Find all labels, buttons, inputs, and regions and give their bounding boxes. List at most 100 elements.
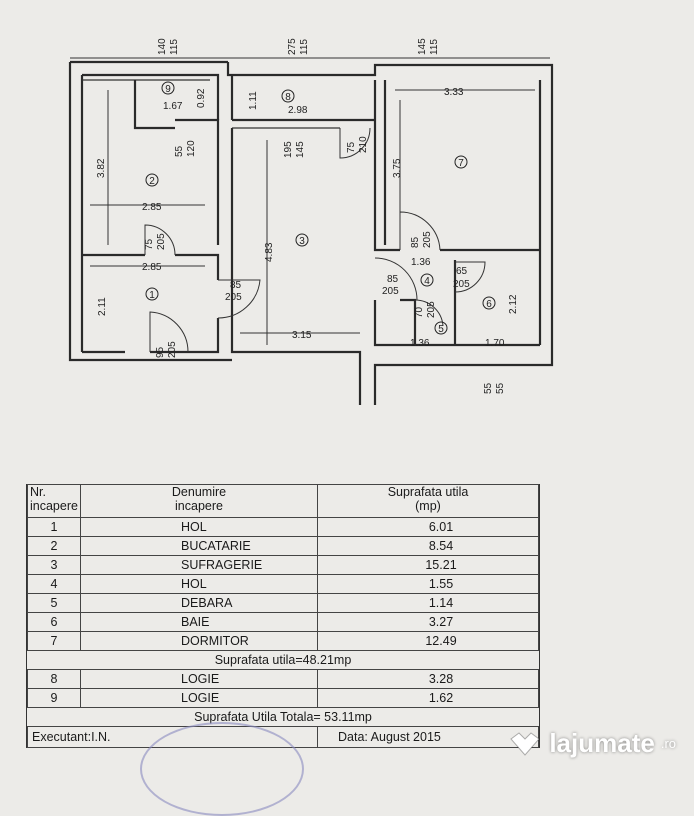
watermark-brand: lajumate xyxy=(549,728,655,758)
door-1-entry xyxy=(149,311,189,353)
room-9-number: 9 xyxy=(165,84,171,95)
dim-r7-h: 3.75 xyxy=(392,158,403,178)
dim-door-55: 55 xyxy=(174,145,185,157)
row-nr: 5 xyxy=(27,593,81,613)
row-area: 8.54 xyxy=(317,536,539,556)
header-area-line1: Suprafata utila xyxy=(387,485,469,499)
room-4-marker xyxy=(420,273,434,287)
row-nr: 7 xyxy=(27,631,81,651)
dim-door7-85: 85 xyxy=(410,236,421,248)
dim-door5-70: 70 xyxy=(414,306,425,318)
total-text: Suprafata Utila Totala= 53.11mp xyxy=(27,707,539,727)
row-area: 1.55 xyxy=(317,574,539,594)
dim-r5-w: 1.36 xyxy=(410,338,430,349)
header-area-line2: (mp) xyxy=(415,499,441,513)
row-area: 3.27 xyxy=(317,612,539,632)
row-name: SUFRAGERIE xyxy=(80,555,318,575)
row-area: 12.49 xyxy=(317,631,539,651)
table-row: 5 DEBARA 1.14 xyxy=(27,593,539,613)
row-area: 3.28 xyxy=(317,669,539,689)
area-table: Nr. incapere Denumire incapere Suprafata… xyxy=(27,484,539,748)
row-area: 1.62 xyxy=(317,688,539,708)
dim-door1-85: 85 xyxy=(230,280,242,291)
dim-door2-75: 75 xyxy=(144,238,155,250)
date-text: Data: August 2015 xyxy=(317,726,539,748)
dim-top-9b: 115 xyxy=(169,39,180,55)
room-7-number: 7 xyxy=(458,158,464,169)
row-name: DEBARA xyxy=(80,593,318,613)
table-row: 7 DORMITOR 12.49 xyxy=(27,631,539,651)
table-header-row: Nr. incapere Denumire incapere Suprafata… xyxy=(27,484,539,518)
row-area: 1.14 xyxy=(317,593,539,613)
watermark-suffix: .ro xyxy=(660,736,676,751)
dim-top-8a: 275 xyxy=(287,38,298,55)
table-row: 9 LOGIE 1.62 xyxy=(27,688,539,708)
room-7-marker xyxy=(454,155,468,169)
room-9-marker xyxy=(161,81,175,95)
table-row: 3 SUFRAGERIE 15.21 xyxy=(27,555,539,575)
dim-top-7a: 145 xyxy=(417,38,428,55)
header-area: Suprafata utila (mp) xyxy=(317,484,539,518)
room-6-marker xyxy=(482,296,496,310)
room-5-number: 5 xyxy=(438,324,444,335)
header-name-line2: incapere xyxy=(175,499,223,513)
row-name: HOL xyxy=(80,574,318,594)
room-5-marker xyxy=(434,321,448,335)
heart-logo-icon xyxy=(510,731,541,756)
dim-r6-h: 2.12 xyxy=(508,294,519,314)
header-nr-line2: incapere xyxy=(30,499,78,513)
outer-wall-right xyxy=(226,62,554,405)
row-name: LOGIE xyxy=(80,688,318,708)
wall-7-left xyxy=(373,80,400,252)
row-name: BUCATARIE xyxy=(80,536,318,556)
wall-room9 xyxy=(82,73,220,120)
dim-door1b-95: 95 xyxy=(155,346,166,358)
dim-r2-w: 2.85 xyxy=(142,202,162,213)
stamp-seal xyxy=(140,722,304,816)
row-nr: 4 xyxy=(27,574,81,594)
row-name: BAIE xyxy=(80,612,318,632)
subtotal-row: Suprafata utila=48.21mp xyxy=(27,650,539,670)
dim-door-120: 120 xyxy=(186,140,197,157)
dim-top-9a: 140 xyxy=(157,38,168,55)
header-name: Denumire incapere xyxy=(80,484,318,518)
door-8 xyxy=(339,127,371,159)
wall-1-2b xyxy=(175,253,220,280)
table-row: 2 BUCATARIE 8.54 xyxy=(27,536,539,556)
dim-door4-85: 85 xyxy=(387,274,399,285)
total-row: Suprafata Utila Totala= 53.11mp xyxy=(27,707,539,727)
dim-r2-h: 3.82 xyxy=(96,158,107,178)
dim-r3-h: 4.83 xyxy=(264,242,275,262)
row-nr: 1 xyxy=(27,517,81,537)
room-2-number: 2 xyxy=(149,176,155,187)
row-area: 15.21 xyxy=(317,555,539,575)
floor-plan: 9 8 2 3 7 1 4 5 6 140 115 275 115 145 11… xyxy=(68,38,554,405)
dim-door-210: 210 xyxy=(358,136,369,153)
dim-door5-205: 205 xyxy=(426,301,437,318)
dim-door-145: 145 xyxy=(295,141,306,158)
dim-r1-w: 2.85 xyxy=(142,262,162,273)
row-nr: 8 xyxy=(27,669,81,689)
table-row: 6 BAIE 3.27 xyxy=(27,612,539,632)
door-7 xyxy=(399,211,441,251)
door-2 xyxy=(144,224,176,256)
dim-door-195: 195 xyxy=(283,141,294,158)
header-nr: Nr. incapere xyxy=(27,484,81,518)
dim-bot-55b: 55 xyxy=(495,382,506,394)
dim-r8-h: 1.11 xyxy=(248,91,259,110)
row-name: LOGIE xyxy=(80,669,318,689)
room-1-marker xyxy=(145,287,159,301)
table-row: 4 HOL 1.55 xyxy=(27,574,539,594)
dim-r3-w: 3.15 xyxy=(292,330,312,341)
dim-r9-w: 1.67 xyxy=(163,101,183,112)
row-name: DORMITOR xyxy=(80,631,318,651)
dim-door1b-205: 205 xyxy=(167,341,178,358)
dim-door6-65: 65 xyxy=(456,266,468,277)
dim-r8-w: 2.98 xyxy=(288,105,308,116)
wall-5-bottom xyxy=(373,300,540,347)
dim-r6-w: 1.70 xyxy=(485,338,505,349)
room-8-marker xyxy=(281,89,295,103)
dim-door1-205: 205 xyxy=(225,292,242,303)
row-nr: 9 xyxy=(27,688,81,708)
room-4-number: 4 xyxy=(424,276,430,287)
